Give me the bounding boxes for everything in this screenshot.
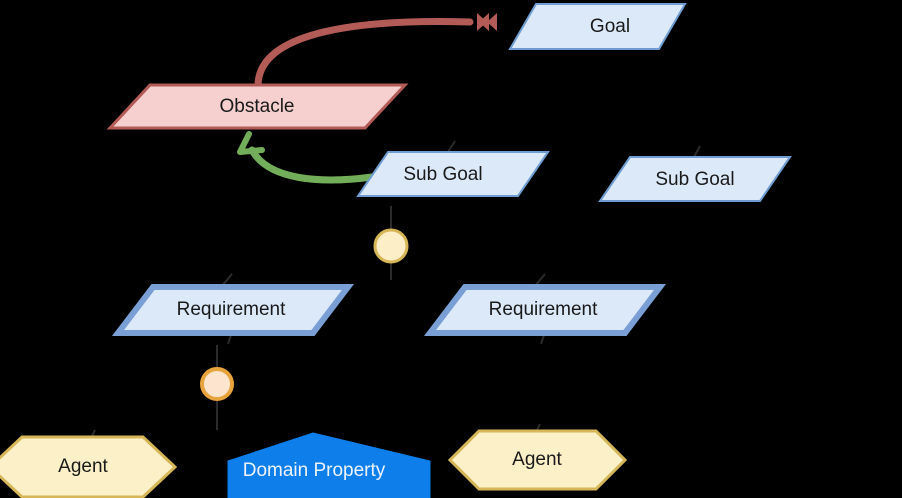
subgoal-1-label: Sub Goal xyxy=(403,164,482,185)
subgoal-2-shape xyxy=(598,156,792,202)
domain-property-label: Domain Property xyxy=(243,460,386,481)
requirement-1-shape xyxy=(111,284,355,336)
subgoal-1-shape xyxy=(356,151,550,197)
obstruction-link[interactable] xyxy=(254,13,497,90)
node-goal[interactable]: Goal xyxy=(508,3,687,50)
node-subgoal-2[interactable]: Sub Goal xyxy=(598,156,792,202)
domain-property-shape xyxy=(227,432,431,498)
goal-shape xyxy=(508,3,687,50)
obstacle-label: Obstacle xyxy=(220,96,295,117)
node-obstacle[interactable]: Obstacle xyxy=(106,83,409,130)
refinement-dot-top[interactable] xyxy=(373,228,409,264)
obstruction-marker-bowtie xyxy=(477,13,497,31)
resolution-marker-arrowhead xyxy=(237,131,265,155)
agent-1-shape xyxy=(0,435,178,498)
resolution-link-path xyxy=(248,146,376,184)
subgoal-2-label: Sub Goal xyxy=(655,169,734,190)
obstruction-link-path xyxy=(254,18,474,90)
node-agent-1[interactable]: Agent xyxy=(0,435,178,498)
refinement-dot-bottom[interactable] xyxy=(200,367,234,401)
node-domain-property[interactable]: Domain Property xyxy=(227,432,431,498)
resolution-link[interactable] xyxy=(237,131,376,184)
requirement-2-label: Requirement xyxy=(489,299,598,320)
goal-label: Goal xyxy=(590,16,630,37)
agent-1-label: Agent xyxy=(58,456,108,477)
node-requirement-1[interactable]: Requirement xyxy=(111,284,355,336)
requirement-2-shape xyxy=(423,284,667,336)
requirement-1-label: Requirement xyxy=(177,299,286,320)
agent-2-shape xyxy=(447,429,628,491)
node-agent-2[interactable]: Agent xyxy=(447,429,628,491)
node-requirement-2[interactable]: Requirement xyxy=(423,284,667,336)
agent-2-label: Agent xyxy=(512,449,562,470)
node-subgoal-1[interactable]: Sub Goal xyxy=(356,151,550,197)
obstacle-shape xyxy=(106,83,409,130)
